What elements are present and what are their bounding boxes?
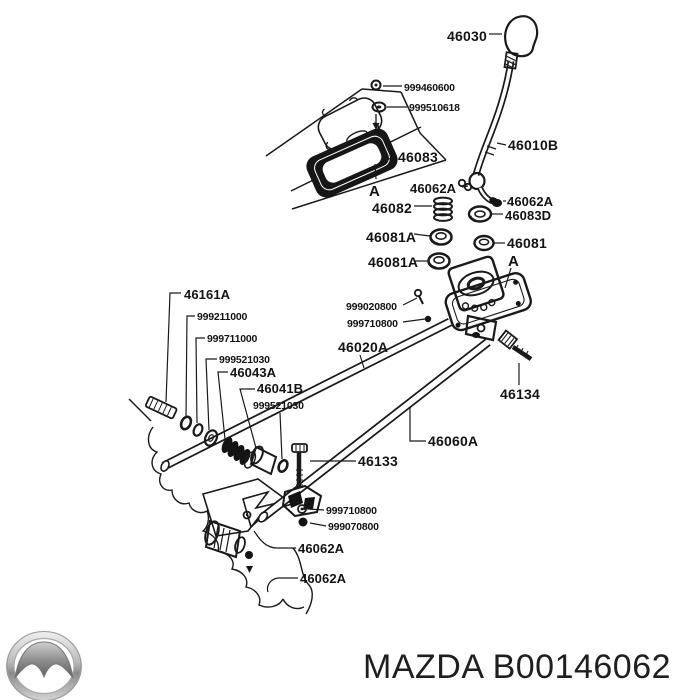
panel-nut [370, 79, 382, 91]
label-bushing-d: 46083D [505, 208, 551, 223]
label-seal-1: 46081A [366, 229, 416, 245]
chain-bushing-part [249, 445, 278, 476]
label-retainer-screw: 999710800 [347, 318, 398, 330]
label-joint-b: 46062A [300, 571, 347, 586]
label-select-rod: 46020A [338, 339, 388, 355]
label-shift-rod: 46060A [428, 433, 478, 449]
linkage-bolt-lower [245, 551, 253, 573]
part-labels: 46030 999460600 999510618 46083 A 46010B… [184, 28, 558, 586]
brand-part-number: MAZDA B00146062 [363, 648, 671, 686]
label-knob: 46030 [447, 28, 487, 44]
bolt-46134 [497, 329, 533, 361]
seal-46081a-2 [427, 252, 451, 270]
floor-panel [265, 79, 447, 210]
bottom-linkage [204, 519, 246, 559]
label-joint-a: 46062A [298, 541, 345, 556]
control-rod-retainer [444, 255, 532, 342]
label-rod-end: 46161A [184, 287, 231, 302]
label-plate: 46083 [398, 149, 438, 165]
select-rod-46020a [160, 317, 453, 472]
seal-46081a-1 [429, 228, 453, 246]
bushing-46083d [467, 205, 493, 223]
leader-lines [165, 33, 520, 593]
chain-washer2-part [203, 429, 219, 447]
spring-46082 [433, 196, 453, 222]
gear-knob [504, 15, 539, 58]
bolt-46133 [291, 443, 308, 488]
label-clip-left: 46062A [410, 181, 457, 196]
footer: MAZDA B00146062 [6, 630, 671, 700]
label-view-a1: A [369, 183, 380, 200]
label-bottom-bolt1: 999710800 [326, 505, 377, 517]
label-retainer-bolt: 999020800 [346, 301, 397, 313]
label-bottom-bolt2: 999070800 [328, 521, 379, 533]
down-arrow [372, 123, 380, 130]
chain-washer3-part [277, 459, 289, 473]
label-chain-washer3: 999521030 [253, 400, 304, 412]
pin-46062a-right [489, 197, 499, 205]
rod-joint-block [281, 484, 323, 518]
shift-lever [468, 51, 519, 207]
label-pivot-bolt: 46134 [500, 386, 540, 402]
label-pin-right: 46062A [507, 194, 554, 209]
label-seal-right: 46081 [507, 235, 547, 251]
mazda-logo-icon [6, 630, 82, 700]
label-joint-bolt: 46133 [358, 453, 398, 469]
label-chain-nut: 999211000 [197, 311, 248, 323]
label-chain-spring: 46043A [230, 365, 277, 380]
chain-washer1-part [192, 423, 204, 437]
label-chain-washer2: 999521030 [219, 354, 270, 366]
chain-nut-part [179, 415, 193, 431]
label-chain-washer1: 999711000 [207, 333, 258, 345]
chain-spring-part [221, 437, 257, 469]
label-nut-top: 999460600 [404, 82, 455, 94]
label-seal-2: 46081A [368, 254, 418, 270]
hole-plate [306, 128, 398, 198]
linkage-bolt-upper [242, 510, 252, 520]
retainer-screw-small [424, 315, 432, 323]
label-washer-top: 999510618 [409, 102, 460, 114]
bottom-bolt2-part [298, 517, 308, 527]
label-view-a2: A [508, 253, 519, 270]
label-lever: 46010B [508, 137, 558, 153]
bottom-bolt1-part [297, 504, 307, 514]
panel-washer [371, 101, 387, 113]
label-chain-bushing: 46041B [257, 381, 303, 396]
label-spring-upper: 46082 [372, 200, 412, 216]
rod-end-46161a [145, 395, 178, 420]
seal-46081 [473, 234, 495, 252]
retainer-bolt-small [413, 288, 424, 305]
